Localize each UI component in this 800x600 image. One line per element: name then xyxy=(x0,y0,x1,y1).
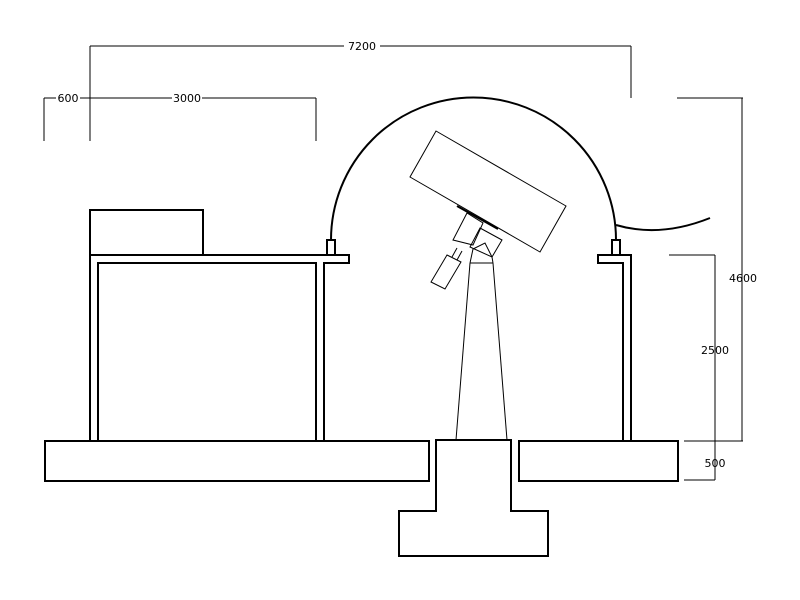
pier-left-edge xyxy=(455,262,471,441)
dimension-7200 xyxy=(89,45,632,141)
dim-label-2500: 2500 xyxy=(701,344,729,357)
right-wall xyxy=(597,254,632,441)
dome-shutter-open xyxy=(615,217,711,232)
pier-right-edge xyxy=(492,262,508,441)
dim-label-500: 500 xyxy=(705,457,726,470)
dimension-2500 xyxy=(669,254,716,481)
counterweight xyxy=(430,254,462,290)
left-building-outer-wall xyxy=(89,254,350,441)
left-foundation-slab xyxy=(44,440,430,482)
telescope xyxy=(409,130,567,441)
dimension-3000 xyxy=(90,97,317,141)
dim-label-3000: 3000 xyxy=(173,92,201,105)
dim-label-600: 600 xyxy=(58,92,79,105)
mount-head xyxy=(469,227,503,258)
dome-rail-right xyxy=(611,239,621,256)
left-room xyxy=(97,262,317,442)
dome xyxy=(330,96,617,241)
rooftop-box xyxy=(89,209,204,256)
dome-rail-left xyxy=(326,239,336,256)
mount-axis-box xyxy=(452,212,484,246)
telescope-tube xyxy=(409,130,567,253)
pier-cap xyxy=(469,242,494,264)
dim-label-4600: 4600 xyxy=(729,272,757,285)
dim-label-7200: 7200 xyxy=(348,40,376,53)
dimension-4600 xyxy=(677,97,743,442)
pier-foundation xyxy=(398,439,549,557)
right-foundation-slab xyxy=(518,440,679,482)
